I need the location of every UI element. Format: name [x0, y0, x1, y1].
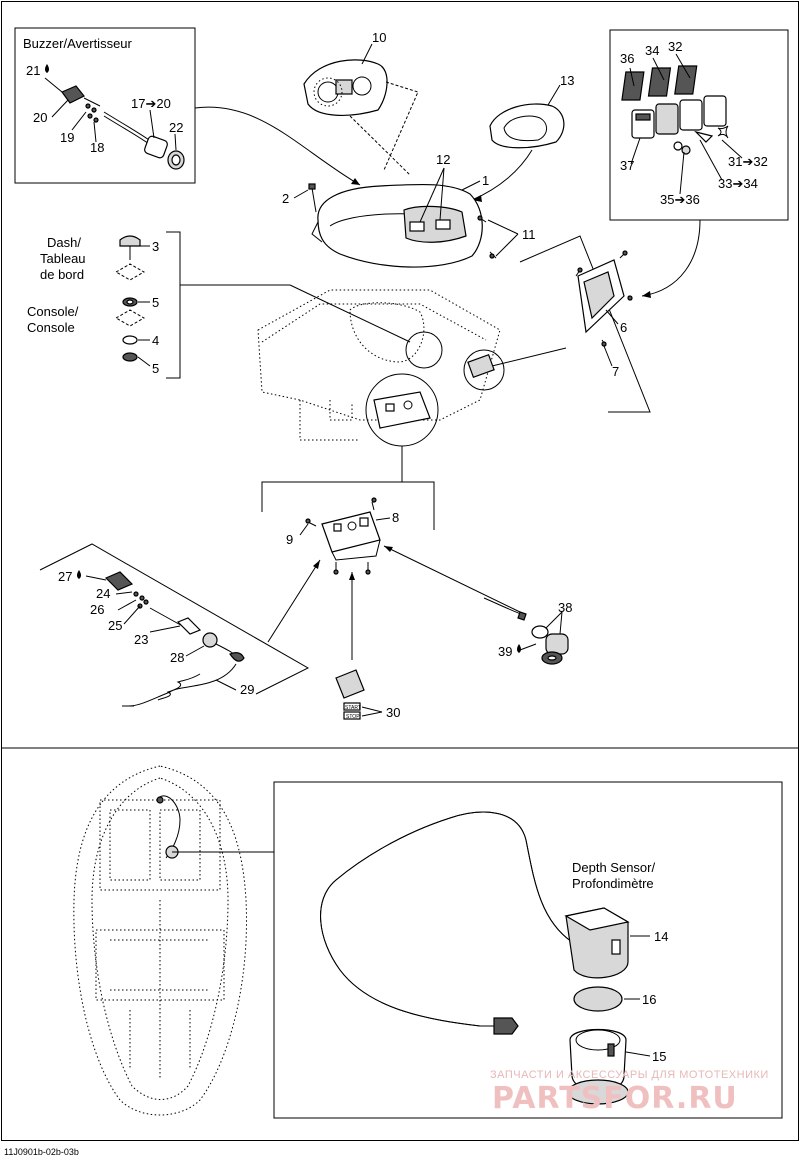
label-16: 16: [642, 992, 656, 1007]
label-38: 38: [558, 600, 572, 615]
label-28: 28: [170, 650, 184, 665]
label-2: 2: [282, 191, 289, 206]
label-19: 19: [60, 130, 74, 145]
start-stop-button: START STOP 30: [335, 669, 400, 720]
drop-icon: [45, 64, 49, 73]
label-4: 4: [152, 333, 159, 348]
buzzer-caption: Buzzer/Avertisseur: [23, 36, 133, 51]
watermark-logo: PARTSFOR.RU: [492, 1081, 738, 1116]
console-caption-1: Console/: [27, 304, 79, 319]
label-36: 36: [620, 51, 634, 66]
label-34: 34: [645, 43, 659, 58]
label-18: 18: [90, 140, 104, 155]
stop-tag: STOP: [346, 714, 360, 720]
depth-caption-1: Depth Sensor/: [572, 860, 655, 875]
dash-caption-1: Dash/: [47, 235, 81, 250]
label-14: 14: [654, 929, 668, 944]
footer-code: 11J0901b-02b-03b: [4, 1147, 79, 1157]
label-5a: 5: [152, 295, 159, 310]
label-32: 32: [668, 39, 682, 54]
switch-panel: 6 7: [519, 235, 651, 413]
label-12: 12: [436, 152, 450, 167]
label-27: 27: [58, 569, 72, 584]
buzzer-connector: [61, 85, 85, 104]
depth-caption-2: Profondimètre: [572, 876, 654, 891]
label-21: 21: [26, 63, 40, 78]
label-15: 15: [652, 1049, 666, 1064]
label-9: 9: [286, 532, 293, 547]
label-26: 26: [90, 602, 104, 617]
label-17-20: 17➔20: [131, 96, 171, 111]
power-socket: 38 39: [483, 597, 572, 665]
label-8: 8: [392, 510, 399, 525]
label-31-32: 31➔32: [728, 154, 768, 169]
dash-housing: [311, 183, 483, 268]
buzzer-body: [144, 135, 168, 159]
label-37: 37: [620, 158, 634, 173]
gauge-cluster: [303, 59, 388, 116]
label-30: 30: [386, 705, 400, 720]
start-tag: START: [345, 705, 361, 711]
label-7: 7: [612, 364, 619, 379]
buzzer-leader: [194, 106, 361, 186]
label-20: 20: [33, 110, 47, 125]
drop-icon: [77, 570, 81, 579]
label-3: 3: [152, 239, 159, 254]
label-35-36: 35➔36: [660, 192, 700, 207]
buzzer-box: Buzzer/Avertisseur 21 20 19 18 17➔20 22: [14, 27, 196, 184]
dash-caption-2: Tableau: [40, 251, 86, 266]
label-24: 24: [96, 586, 110, 601]
label-25: 25: [108, 618, 122, 633]
dash-caption-3: de bord: [40, 267, 84, 282]
ignition-housing: 8 9: [286, 497, 399, 575]
dash-assembly: [257, 289, 505, 447]
bezel: [489, 103, 565, 149]
fastener-bracket: Dash/ Tableau de bord Console/ Console 3…: [27, 231, 411, 379]
key-harness-box: 27 24 26 25 23 28 29: [39, 543, 310, 707]
label-23: 23: [134, 632, 148, 647]
drop-icon: [517, 644, 521, 653]
label-6: 6: [620, 320, 627, 335]
label-29: 29: [240, 682, 254, 697]
label-5b: 5: [152, 361, 159, 376]
label-13: 13: [560, 73, 574, 88]
hull-outline: [73, 765, 247, 1116]
label-10: 10: [372, 30, 386, 45]
label-1: 1: [482, 173, 489, 188]
sensor-seal: [573, 986, 623, 1012]
switch-box: 36 34 32 37 31➔32 33➔34 35➔36: [609, 29, 789, 221]
label-33-34: 33➔34: [718, 176, 758, 191]
label-22: 22: [169, 120, 183, 135]
watermark-tagline: ЗАПЧАСТИ И АКСЕССУАРЫ ДЛЯ МОТОТЕХНИКИ: [490, 1069, 769, 1081]
console-caption-2: Console: [27, 320, 75, 335]
label-39: 39: [498, 644, 512, 659]
depth-sensor-box: Depth Sensor/ Profondimètre 14 16 15: [273, 781, 783, 1119]
label-11: 11: [522, 227, 536, 242]
